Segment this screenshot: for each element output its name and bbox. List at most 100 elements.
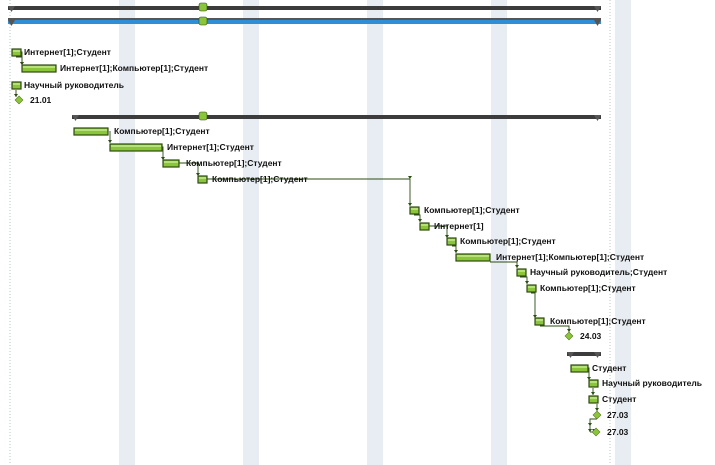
- task-resource-label: Компьютер[1];Студент: [550, 316, 646, 326]
- task-resource-label: 27.03: [607, 427, 629, 437]
- task-bar-highlight: [457, 255, 489, 257]
- task-bar[interactable]: [588, 379, 599, 388]
- nonworking-stripe: [491, 0, 507, 465]
- dependency-arrow: [587, 377, 591, 380]
- summary-bar[interactable]: [8, 6, 601, 10]
- nonworking-stripe: [243, 0, 259, 465]
- dependency-link: [531, 292, 536, 318]
- task-bar-highlight: [421, 224, 428, 226]
- task-bar-highlight: [448, 239, 455, 241]
- dependency-arrow: [14, 94, 18, 97]
- task-resource-label: Компьютер[1];Студент: [212, 174, 308, 184]
- task-resource-label: Научный руководитель;Студент: [530, 267, 667, 277]
- summary-marker: [198, 111, 208, 121]
- task-bar[interactable]: [11, 81, 22, 90]
- milestone-marker[interactable]: [14, 95, 24, 105]
- task-bar-highlight: [13, 50, 20, 52]
- task-bar[interactable]: [588, 395, 599, 404]
- task-bar-highlight: [411, 208, 418, 210]
- summary-cap-left: [72, 115, 79, 121]
- dependency-arrow: [408, 203, 412, 206]
- task-bar-highlight: [518, 270, 525, 272]
- task-bar[interactable]: [446, 237, 457, 246]
- task-resource-label: Компьютер[1];Студент: [186, 158, 282, 168]
- dependency-link: [16, 56, 23, 65]
- task-bar[interactable]: [455, 253, 491, 262]
- summary-cap-left: [567, 352, 574, 358]
- task-bar-highlight: [528, 286, 535, 288]
- task-bar-highlight: [590, 381, 597, 383]
- task-resource-label: 21.01: [30, 95, 52, 105]
- dependency-arrow: [161, 157, 165, 160]
- task-bar[interactable]: [109, 143, 163, 152]
- dependency-link: [589, 418, 597, 426]
- dependency-link: [179, 162, 199, 176]
- task-resource-label: 24.03: [580, 331, 602, 341]
- task-bar-highlight: [23, 66, 55, 68]
- task-resource-label: Студент: [602, 394, 636, 404]
- summary-marker: [198, 16, 208, 26]
- task-bar[interactable]: [534, 317, 545, 326]
- task-bar-highlight: [111, 145, 161, 147]
- dependency-link: [520, 276, 528, 284]
- summary-bar[interactable]: [567, 352, 601, 356]
- task-bar-highlight: [572, 366, 587, 368]
- summary-cap-right: [594, 352, 601, 358]
- task-bar[interactable]: [73, 127, 109, 136]
- dependency-arrow: [588, 429, 592, 432]
- dependency-arrow: [533, 315, 537, 318]
- task-bar-highlight: [199, 177, 206, 179]
- task-resource-label: Интернет[1];Компьютер[1];Студент: [60, 63, 208, 73]
- dependency-arrow: [445, 235, 449, 238]
- task-bar-highlight: [75, 129, 107, 131]
- task-resource-label: Научный руководитель: [602, 378, 702, 388]
- dependency-arrow: [567, 329, 571, 332]
- task-bar[interactable]: [162, 159, 180, 168]
- summary-cap-right: [594, 115, 601, 121]
- summary-cap-left: [8, 6, 15, 12]
- dependency-link: [414, 214, 421, 222]
- milestone-marker[interactable]: [592, 410, 602, 420]
- dependency-arrow: [595, 408, 599, 411]
- dependency-arrow: [591, 392, 595, 395]
- dependency-arrow: [408, 176, 412, 179]
- task-bar[interactable]: [11, 48, 22, 57]
- task-resource-label: Научный руководитель: [24, 80, 124, 90]
- task-resource-label: Компьютер[1];Студент: [114, 126, 210, 136]
- dependency-arrow: [418, 219, 422, 222]
- task-bar-highlight: [164, 161, 178, 163]
- dependency-link: [540, 325, 570, 332]
- task-resource-label: Интернет[1];Компьютер[1];Студент: [496, 252, 644, 262]
- dependency-link: [428, 225, 448, 238]
- task-bar-highlight: [590, 397, 597, 399]
- task-resource-label: Интернет[1];Студент: [167, 142, 254, 152]
- task-bar[interactable]: [197, 175, 208, 184]
- summary-marker: [198, 2, 208, 12]
- summary-bar[interactable]: [72, 115, 601, 119]
- milestone-marker[interactable]: [591, 427, 601, 437]
- task-resource-label: Компьютер[1];Студент: [424, 205, 520, 215]
- task-bar[interactable]: [419, 222, 430, 231]
- task-bar[interactable]: [570, 364, 589, 373]
- summary-cap-right: [594, 20, 601, 26]
- summary-bar[interactable]: [8, 20, 601, 24]
- dependency-arrow: [525, 281, 529, 284]
- task-bar[interactable]: [526, 284, 537, 293]
- milestone-marker[interactable]: [564, 331, 574, 341]
- dependency-arrow: [196, 173, 200, 176]
- task-bar[interactable]: [409, 206, 420, 215]
- nonworking-stripe: [367, 0, 383, 465]
- task-resource-label: 27.03: [607, 410, 629, 420]
- task-bar[interactable]: [516, 268, 527, 277]
- dependency-arrow: [20, 62, 24, 65]
- task-resource-label: Компьютер[1];Студент: [460, 236, 556, 246]
- dependency-arrow: [108, 140, 112, 143]
- dependency-arrow: [454, 250, 458, 253]
- nonworking-stripe: [615, 0, 631, 465]
- task-resource-label: Компьютер[1];Студент: [540, 283, 636, 293]
- task-bar-highlight: [536, 319, 543, 321]
- summary-cap-right: [594, 6, 601, 12]
- task-bar[interactable]: [21, 64, 57, 73]
